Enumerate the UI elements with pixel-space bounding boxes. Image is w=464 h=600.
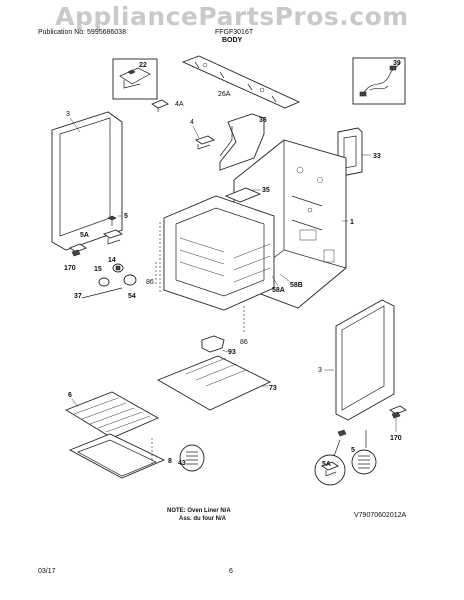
note-block: NOTE: Oven Liner N/A Ass. du four N/A	[167, 507, 231, 523]
broiler-pan	[68, 433, 166, 479]
callout-86-b: 86	[240, 339, 248, 346]
callout-3-left: 3	[66, 111, 70, 118]
callout-33: 33	[373, 153, 381, 160]
callout-5a-right: 5A	[322, 461, 331, 468]
oven-cavity	[159, 195, 275, 311]
callout-14: 14	[108, 257, 116, 264]
part-5-screw-left	[107, 215, 117, 226]
part-15-knob	[98, 277, 110, 287]
part-3-side-panel-right	[335, 299, 395, 421]
callout-43: 43	[178, 460, 186, 467]
part-26a-top-rail	[181, 55, 301, 109]
callout-6: 6	[68, 392, 72, 399]
part-54-knob	[123, 274, 137, 286]
callout-54: 54	[128, 293, 136, 300]
part-36-flue-deflector	[219, 113, 265, 171]
callout-5-left: 5	[124, 213, 128, 220]
footer-date: 03/17	[38, 568, 56, 575]
callout-58b: 58B	[290, 282, 303, 289]
part-170-valve-right	[389, 405, 407, 419]
callout-37: 37	[74, 293, 82, 300]
publication-number: Publication No: 5995686038	[38, 29, 126, 36]
callout-5-right: 5	[351, 447, 355, 454]
callout-73: 73	[269, 385, 277, 392]
part-5a-bracket-left	[102, 229, 124, 245]
callout-1: 1	[350, 219, 354, 226]
callout-39: 39	[393, 60, 401, 67]
callout-8: 8	[168, 458, 172, 465]
callout-26a: 26A	[218, 91, 231, 98]
part-43-leveling-leg	[179, 444, 205, 472]
callout-93: 93	[228, 349, 236, 356]
callout-170-right: 170	[390, 435, 402, 442]
part-5-screw-right	[351, 430, 377, 475]
part-6-oven-rack	[64, 391, 160, 439]
document-code: V79070602012A	[354, 512, 407, 519]
model-number: FFGF3016T	[215, 29, 254, 36]
part-93-cover	[201, 335, 225, 353]
note-line-2: Ass. du four N/A	[179, 516, 227, 522]
note-line-1: NOTE: Oven Liner N/A	[167, 508, 231, 514]
callout-5a-left: 5A	[80, 232, 89, 239]
section-title: BODY	[222, 37, 243, 44]
callout-36: 36	[259, 117, 267, 124]
callout-35: 35	[262, 187, 270, 194]
footer-page-number: 6	[229, 568, 233, 575]
part-3-side-panel-left	[51, 111, 123, 251]
part-73-bottom-panel	[156, 355, 272, 411]
callout-22: 22	[139, 62, 147, 69]
callout-86-a: 86	[146, 279, 154, 286]
part-22-bracket	[112, 58, 158, 100]
callout-15: 15	[94, 266, 102, 273]
part-4a-clip	[151, 99, 169, 112]
callout-170-left: 170	[64, 265, 76, 272]
part-4-bracket	[194, 135, 216, 150]
callout-3-right: 3	[318, 367, 322, 374]
part-35-burner-box	[224, 187, 262, 203]
part-14-knob	[112, 263, 124, 273]
watermark: AppliancePartsPros.com	[55, 2, 409, 31]
callout-58a: 58A	[272, 287, 285, 294]
callout-4: 4	[190, 119, 194, 126]
part-5a-bracket-right	[314, 429, 347, 486]
callout-4a: 4A	[175, 101, 184, 108]
part-39-wire-harness	[352, 57, 406, 105]
part-170-valve-left	[69, 243, 87, 257]
